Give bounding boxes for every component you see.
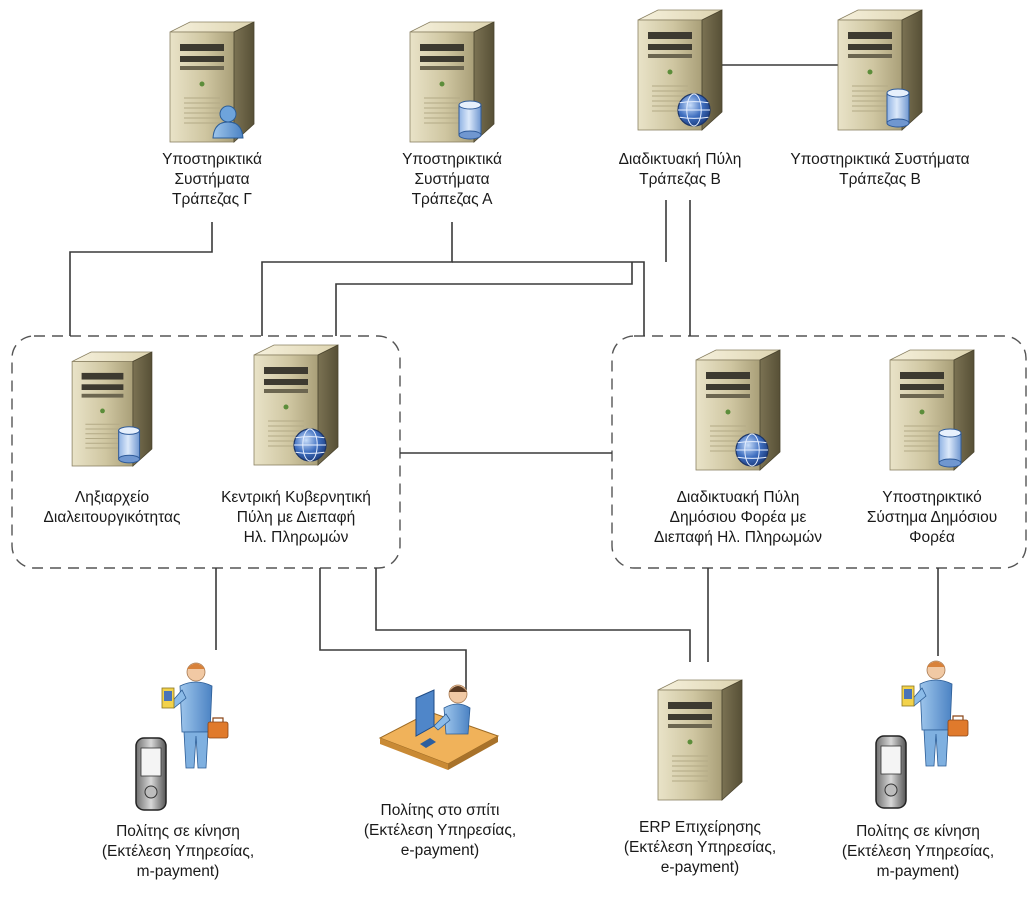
label-line: e-payment) [401,842,479,859]
server-icon [169,21,255,143]
label-line: Φορέα [909,529,955,546]
label-line: Πολίτης σε κίνηση [116,823,240,840]
person-icon [161,662,229,769]
globe-icon [735,433,769,467]
label-line: Διεπαφή Ηλ. Πληρωμών [654,529,822,546]
label-line: m-payment) [877,863,960,880]
label-line: Τράπεζας Β [639,171,721,188]
label-line: m-payment) [137,863,220,880]
label-line: Τράπεζας Α [412,191,494,208]
label-line: Σύστημα Δημόσιου [867,509,997,526]
node-label: Πολίτης στο σπίτι (Εκτέλεση Υπηρεσίας, e-p… [364,802,516,859]
connection-lines [69,64,939,690]
node-label: ERP Επιχείρησης (Εκτέλεση Υπηρεσίας, e-pay… [624,819,776,876]
public-body-group-frame [611,335,1027,569]
node-citizen-mobile-left: Πολίτης σε κίνηση (Εκτέλεση Υπηρεσίας, m-p… [102,662,254,880]
edge-support-bank-a-to-public-body-group [452,261,645,336]
database-icon [886,88,910,128]
label-line: Συστήματα [414,171,489,188]
server-icon [695,349,781,471]
edge-central-gov-portal-to-citizen-home [319,568,467,690]
node-citizen-home: Πολίτης στο σπίτι (Εκτέλεση Υπηρεσίας, e-p… [364,684,516,859]
edge-support-bank-a-to-government-group [261,222,453,336]
database-icon [938,428,962,468]
label-line: Τράπεζας Β [839,171,921,188]
label-line: Πύλη με Διεπαφή [237,509,355,526]
database-icon [118,426,141,464]
node-label: Πολίτης σε κίνηση (Εκτέλεση Υπηρεσίας, m-p… [842,823,994,880]
globe-icon [677,93,711,127]
node-erp-business: ERP Επιχείρησης (Εκτέλεση Υπηρεσίας, e-pay… [624,679,776,876]
server-icon [657,679,743,801]
server-icon [71,351,153,467]
label-line: (Εκτέλεση Υπηρεσίας, [624,839,776,856]
label-line: Υποστηρικτικό [882,489,982,506]
node-label: Πολίτης σε κίνηση (Εκτέλεση Υπηρεσίας, m-p… [102,823,254,880]
user-icon [212,105,244,139]
label-line: Υποστηρικτικά Συστήματα [790,151,969,168]
label-line: e-payment) [661,859,739,876]
edge-portal-bank-b-to-central-gov-portal [335,262,633,336]
label-line: Ληξιαρχείο [75,489,149,506]
label-line: Κεντρική Κυβερνητική [221,489,371,506]
label-line: Συστήματα [174,171,249,188]
label-line: Διαλειτουργικότητας [44,509,181,526]
label-line: Πολίτης σε κίνηση [856,823,980,840]
label-line: Υποστηρικτικά [402,151,502,168]
mobile-phone-icon [875,735,907,809]
label-line: (Εκτέλεση Υπηρεσίας, [364,822,516,839]
label-line: Πολίτης στο σπίτι [381,802,500,819]
server-icon [889,349,975,471]
edge-support-bank-g-to-government-group [69,222,213,336]
label-line: ERP Επιχείρησης [639,819,761,836]
node-citizen-mobile-right: Πολίτης σε κίνηση (Εκτέλεση Υπηρεσίας, m-p… [842,660,994,880]
label-line: Υποστηρικτικά [162,151,262,168]
government-group-frame [11,335,401,569]
label-line: Διαδικτυακή Πύλη [619,151,742,168]
label-line: Δημόσιου Φορέα με [670,509,807,526]
database-icon [458,100,482,140]
label-line: Τράπεζας Γ [172,191,252,208]
edge-central-gov-portal-to-erp-business [375,568,691,662]
label-line: Ηλ. Πληρωμών [244,529,349,546]
mobile-phone-icon [135,737,167,811]
label-line: (Εκτέλεση Υπηρεσίας, [842,843,994,860]
label-line: Διαδικτυακή Πύλη [677,489,800,506]
edge-portal-bank-b-to-public-body-group [665,200,691,336]
globe-icon [293,428,327,462]
label-line: (Εκτέλεση Υπηρεσίας, [102,843,254,860]
group-frames [11,335,1027,569]
desk-user-icon [378,684,500,770]
person-icon [901,660,969,767]
